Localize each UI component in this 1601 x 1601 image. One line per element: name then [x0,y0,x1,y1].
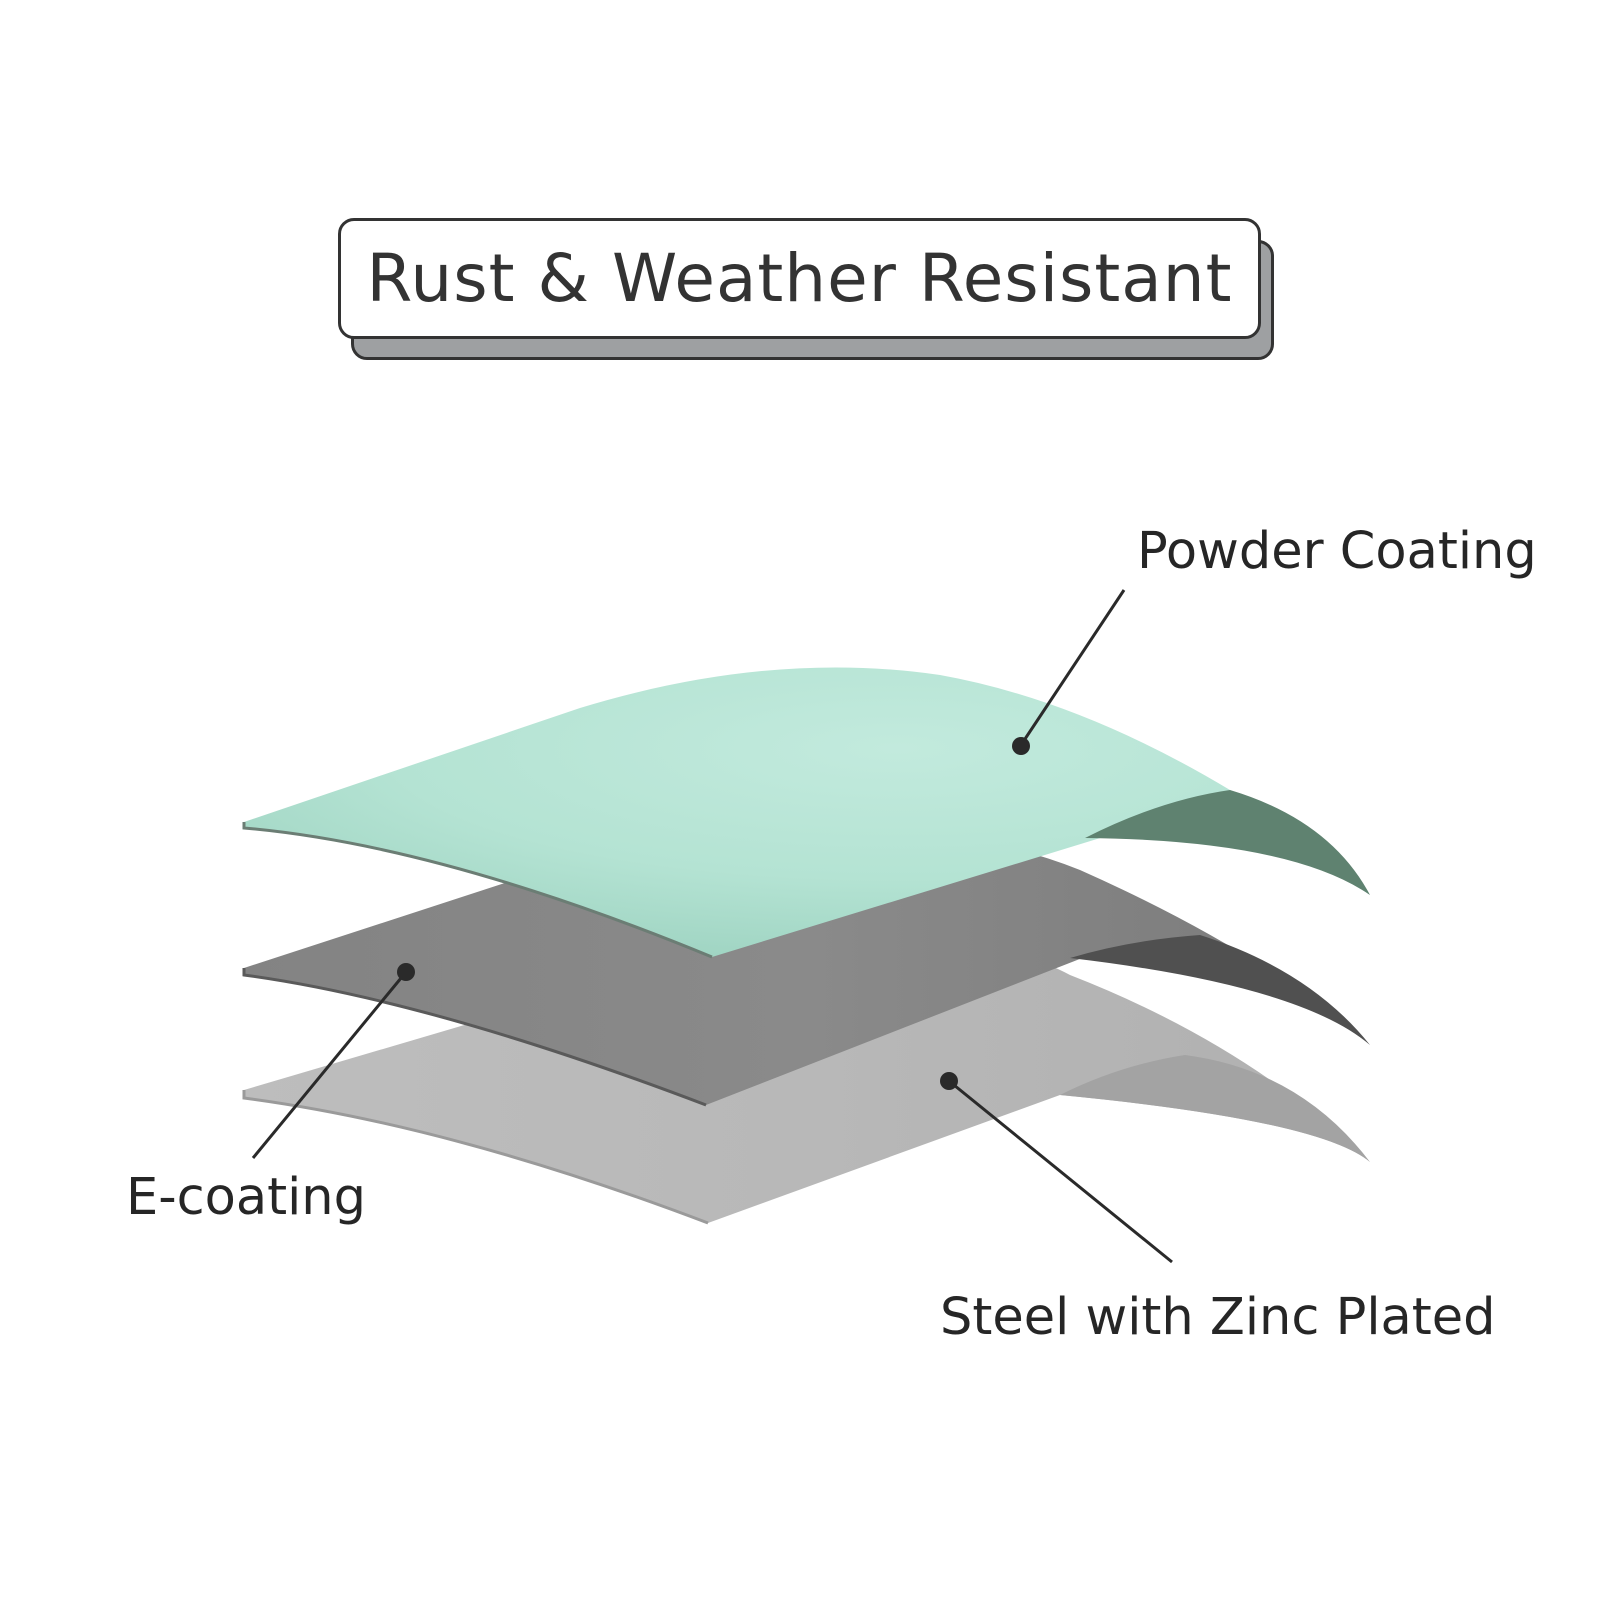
leader-powder [1012,589,1126,755]
leader-ecoating [251,963,415,1159]
label-steel-zinc: Steel with Zinc Plated [940,1288,1496,1347]
leader-steel [940,1072,1173,1264]
leader-powder-dot [1012,737,1030,755]
powder-sheet-edge [242,822,713,959]
label-powder-coating: Powder Coating [1137,522,1537,581]
leader-ecoating-dot [397,963,415,981]
layer-ecoating [242,828,1370,1107]
ecoating-sheet-curl [1070,935,1370,1045]
steel-sheet-curl [1060,1055,1370,1162]
title-box: Rust & Weather Resistant [338,218,1261,339]
powder-sheet-top [244,667,1370,957]
ecoating-sheet-top [244,828,1370,1105]
steel-sheet-edge [242,1090,709,1225]
layer-powder [242,667,1370,959]
page-title: Rust & Weather Resistant [366,240,1233,317]
powder-sheet-curl [1085,790,1370,895]
leader-steel-dot [940,1072,958,1090]
ecoating-sheet-edge [242,968,707,1107]
label-e-coating: E-coating [126,1168,366,1227]
